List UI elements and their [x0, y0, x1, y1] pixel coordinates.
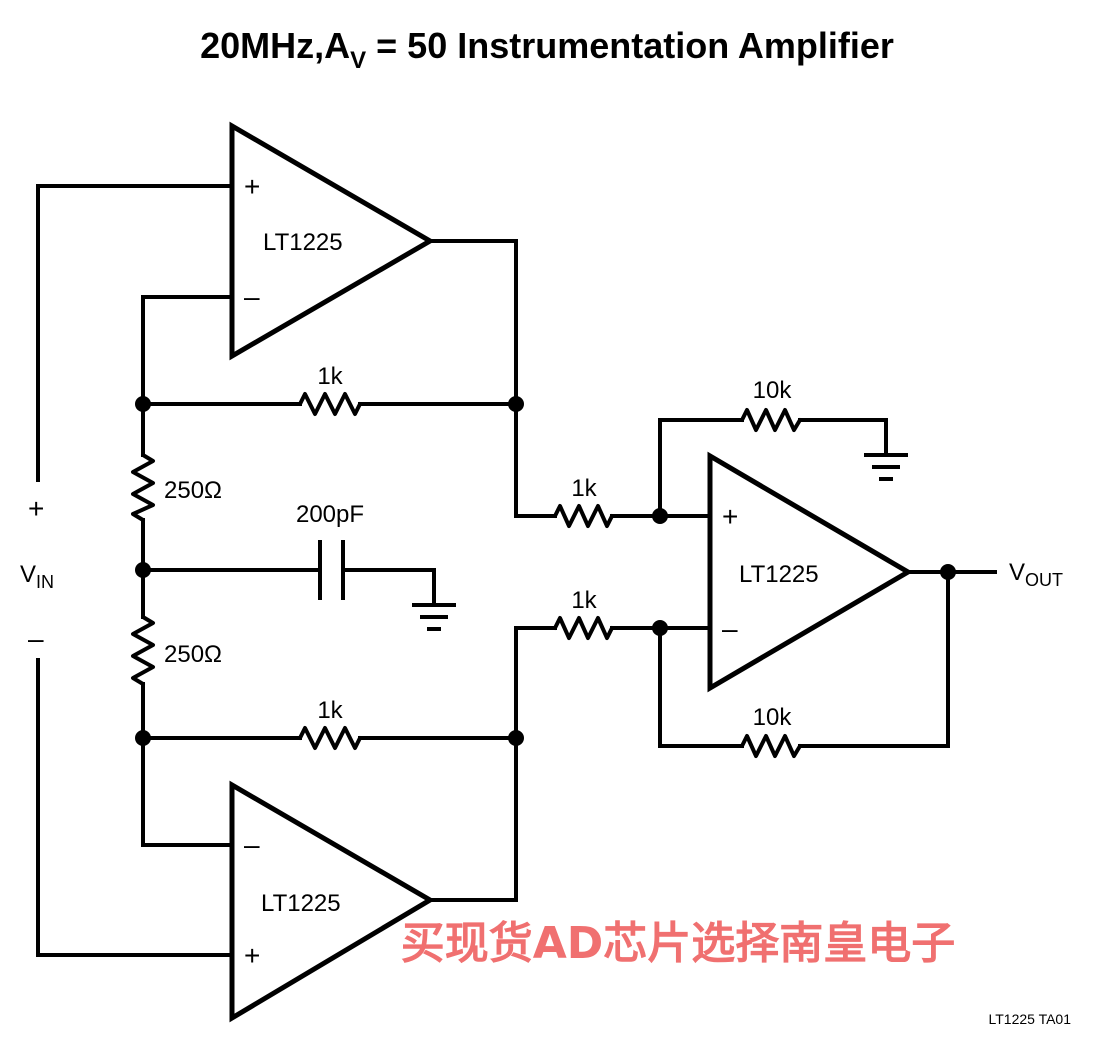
junction-dot [135, 396, 151, 412]
wire-top-inverting [141, 295, 234, 406]
opamp-right-plus: + [722, 501, 738, 532]
vin-label: VIN [20, 561, 54, 592]
resistor-input-bottom [553, 616, 614, 640]
wires [36, 184, 997, 957]
opamp-top [229, 121, 435, 361]
junction-dot [508, 396, 524, 412]
title-subscript: V [350, 47, 366, 74]
wire-rf-right [798, 570, 950, 748]
watermark-text: 买现货AD芯片选择南皇电子 [401, 918, 956, 969]
capacitor-200pf [318, 540, 345, 600]
wire-rf-left [658, 626, 744, 748]
opamp-bottom [229, 780, 435, 1023]
ground-symbol-10k [864, 453, 908, 481]
vout-label-sub: OUT [1025, 570, 1063, 590]
wire-vin-plus [36, 184, 234, 482]
label-r-ground: 10k [753, 377, 793, 404]
wire-bot-inverting [141, 736, 234, 847]
opamp-top-minus: – [244, 281, 260, 312]
resistor-input-top [553, 504, 614, 528]
wire-vin-minus [36, 658, 234, 957]
junction-dot [652, 620, 668, 636]
opamp-right-label: LT1225 [739, 561, 819, 588]
wire-bot-output [428, 736, 518, 902]
vin-label-main: V [20, 561, 36, 588]
junction-dot [652, 508, 668, 524]
vin-plus-sign: + [28, 493, 44, 524]
junctions [135, 396, 956, 746]
label-capacitor: 200pF [296, 501, 364, 528]
vout-label: VOUT [1009, 559, 1063, 590]
junction-dot [135, 730, 151, 746]
resistors [131, 392, 802, 758]
vout-label-main: V [1009, 559, 1025, 586]
resistor-top-feedback [298, 392, 362, 416]
resistor-gain-top [131, 453, 155, 522]
label-r-top-feedback: 1k [317, 363, 343, 390]
opamp-right-minus: – [722, 613, 738, 644]
vin-minus-sign: – [28, 623, 44, 654]
wire-to-rin-bot [514, 626, 557, 740]
wire-rg-left [658, 418, 744, 518]
opamp-right [707, 451, 913, 693]
opamp-bottom-plus: + [244, 940, 260, 971]
label-r-gain-top: 250Ω [164, 477, 222, 504]
label-r-input-top: 1k [571, 475, 597, 502]
vin-label-sub: IN [36, 572, 54, 592]
opamp-bottom-minus: – [244, 829, 260, 860]
label-r-feedback-out: 10k [753, 704, 793, 731]
resistor-gain-bottom [131, 615, 155, 686]
junction-dot [508, 730, 524, 746]
opamp-bottom-label: LT1225 [261, 890, 341, 917]
resistor-feedback-10k [740, 734, 802, 758]
junction-dot [135, 562, 151, 578]
resistor-ground-10k [740, 408, 802, 432]
label-r-gain-bottom: 250Ω [164, 641, 222, 668]
figure-id: LT1225 TA01 [988, 1011, 1071, 1027]
wire-to-rin-top [514, 402, 557, 518]
label-r-input-bottom: 1k [571, 587, 597, 614]
title-main: 20MHz,A [200, 25, 350, 66]
wire-top-output [428, 239, 518, 406]
diagram-title: 20MHz,AV = 50 Instrumentation Amplifier [200, 25, 894, 74]
resistor-bottom-feedback [298, 726, 362, 750]
ground-symbol-cap [412, 603, 456, 631]
label-r-bottom-feedback: 1k [317, 697, 343, 724]
wire-cap-right [341, 568, 436, 607]
opamp-top-label: LT1225 [263, 229, 343, 256]
title-rest: = 50 Instrumentation Amplifier [366, 25, 894, 66]
wire-rg-right [798, 418, 888, 454]
junction-dot [940, 564, 956, 580]
opamp-top-plus: + [244, 171, 260, 202]
